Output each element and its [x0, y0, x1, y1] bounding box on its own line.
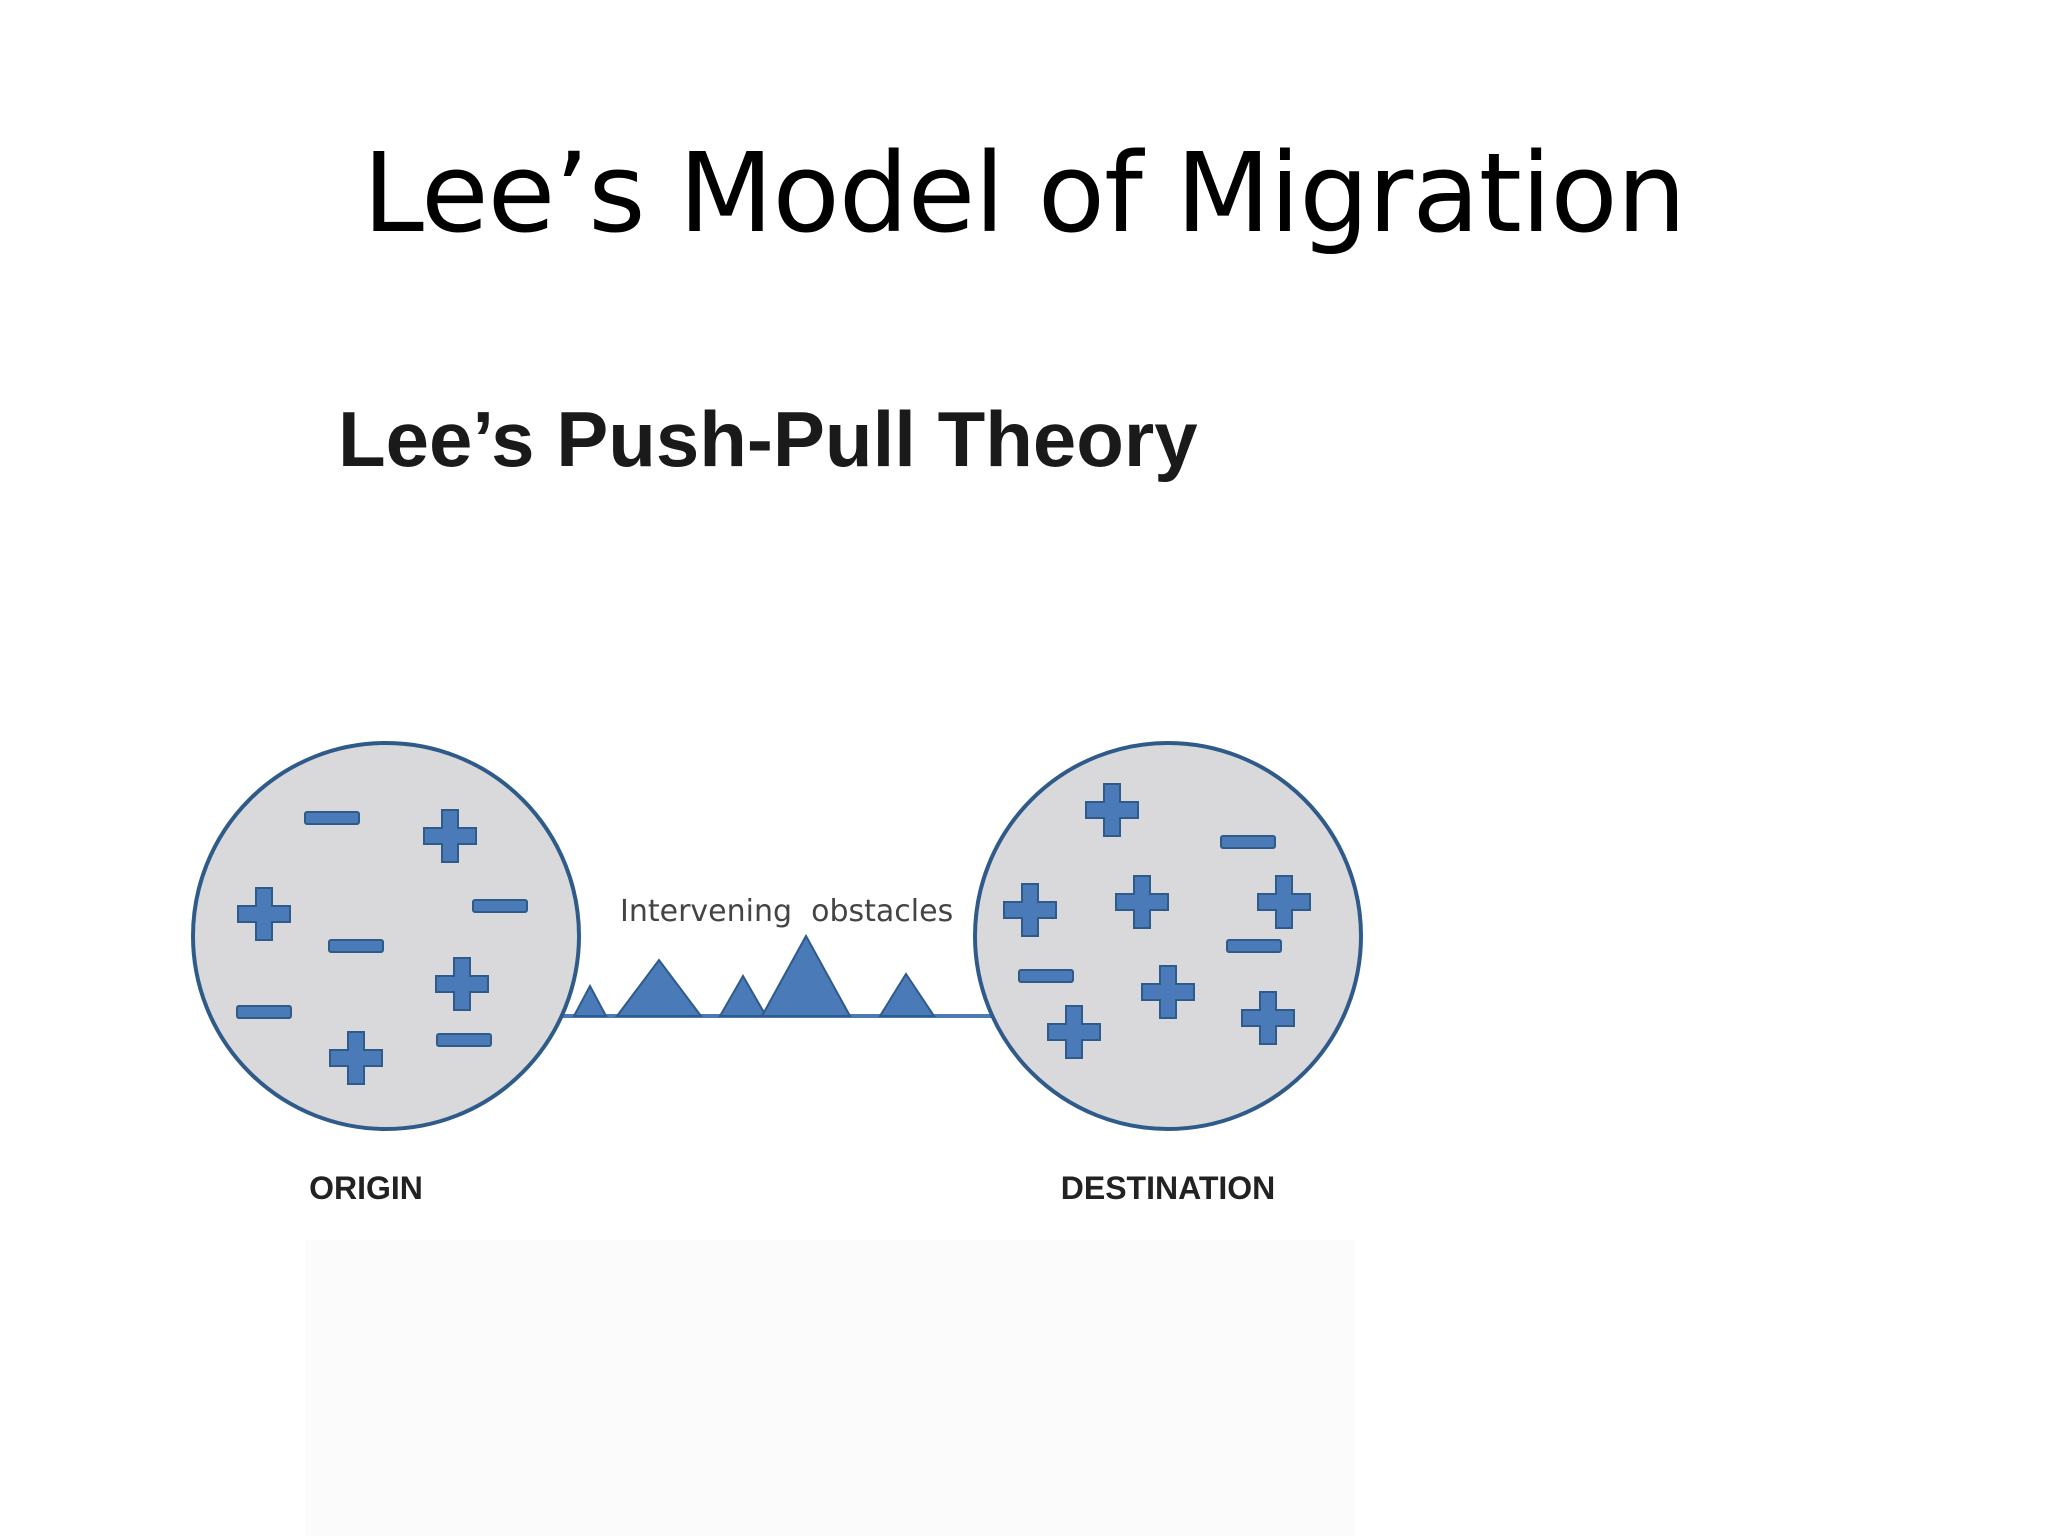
- origin-plus-icon: [435, 957, 489, 1011]
- destination-minus-icon: [1226, 939, 1282, 953]
- destination-plus-icon: [1003, 883, 1057, 937]
- intervening-obstacles: [572, 933, 936, 1017]
- destination-plus-icon: [1047, 1005, 1101, 1059]
- obstacle-mountain-4: [760, 933, 852, 1017]
- slide-title: Lee’s Model of Migration: [362, 129, 1687, 257]
- figure-background: [305, 1240, 1355, 1536]
- obstacles-label: Intervening obstacles: [620, 894, 953, 929]
- origin-plus-icon: [237, 887, 291, 941]
- origin-minus-icon: [328, 939, 384, 953]
- obstacle-mountain-5: [878, 972, 936, 1017]
- origin-circle: [191, 741, 581, 1131]
- origin-plus-icon: [423, 809, 477, 863]
- obstacle-mountain-1: [572, 983, 608, 1017]
- destination-label: DESTINATION: [1061, 1170, 1276, 1206]
- obstacle-mountain-3: [718, 973, 768, 1017]
- origin-label: ORIGIN: [309, 1170, 423, 1206]
- destination-plus-icon: [1257, 875, 1311, 929]
- origin-minus-icon: [304, 811, 360, 825]
- destination-plus-icon: [1085, 783, 1139, 837]
- origin-minus-icon: [472, 899, 528, 913]
- destination-minus-icon: [1220, 835, 1276, 849]
- origin-minus-icon: [236, 1005, 292, 1019]
- destination-plus-icon: [1241, 991, 1295, 1045]
- destination-plus-icon: [1115, 875, 1169, 929]
- origin-plus-icon: [329, 1031, 383, 1085]
- destination-plus-icon: [1141, 965, 1195, 1019]
- obstacle-mountain-2: [615, 958, 703, 1017]
- factor-symbols: [236, 783, 1311, 1085]
- destination-minus-icon: [1018, 969, 1074, 983]
- origin-minus-icon: [436, 1033, 492, 1047]
- diagram-heading: Lee’s Push-Pull Theory: [338, 395, 1198, 483]
